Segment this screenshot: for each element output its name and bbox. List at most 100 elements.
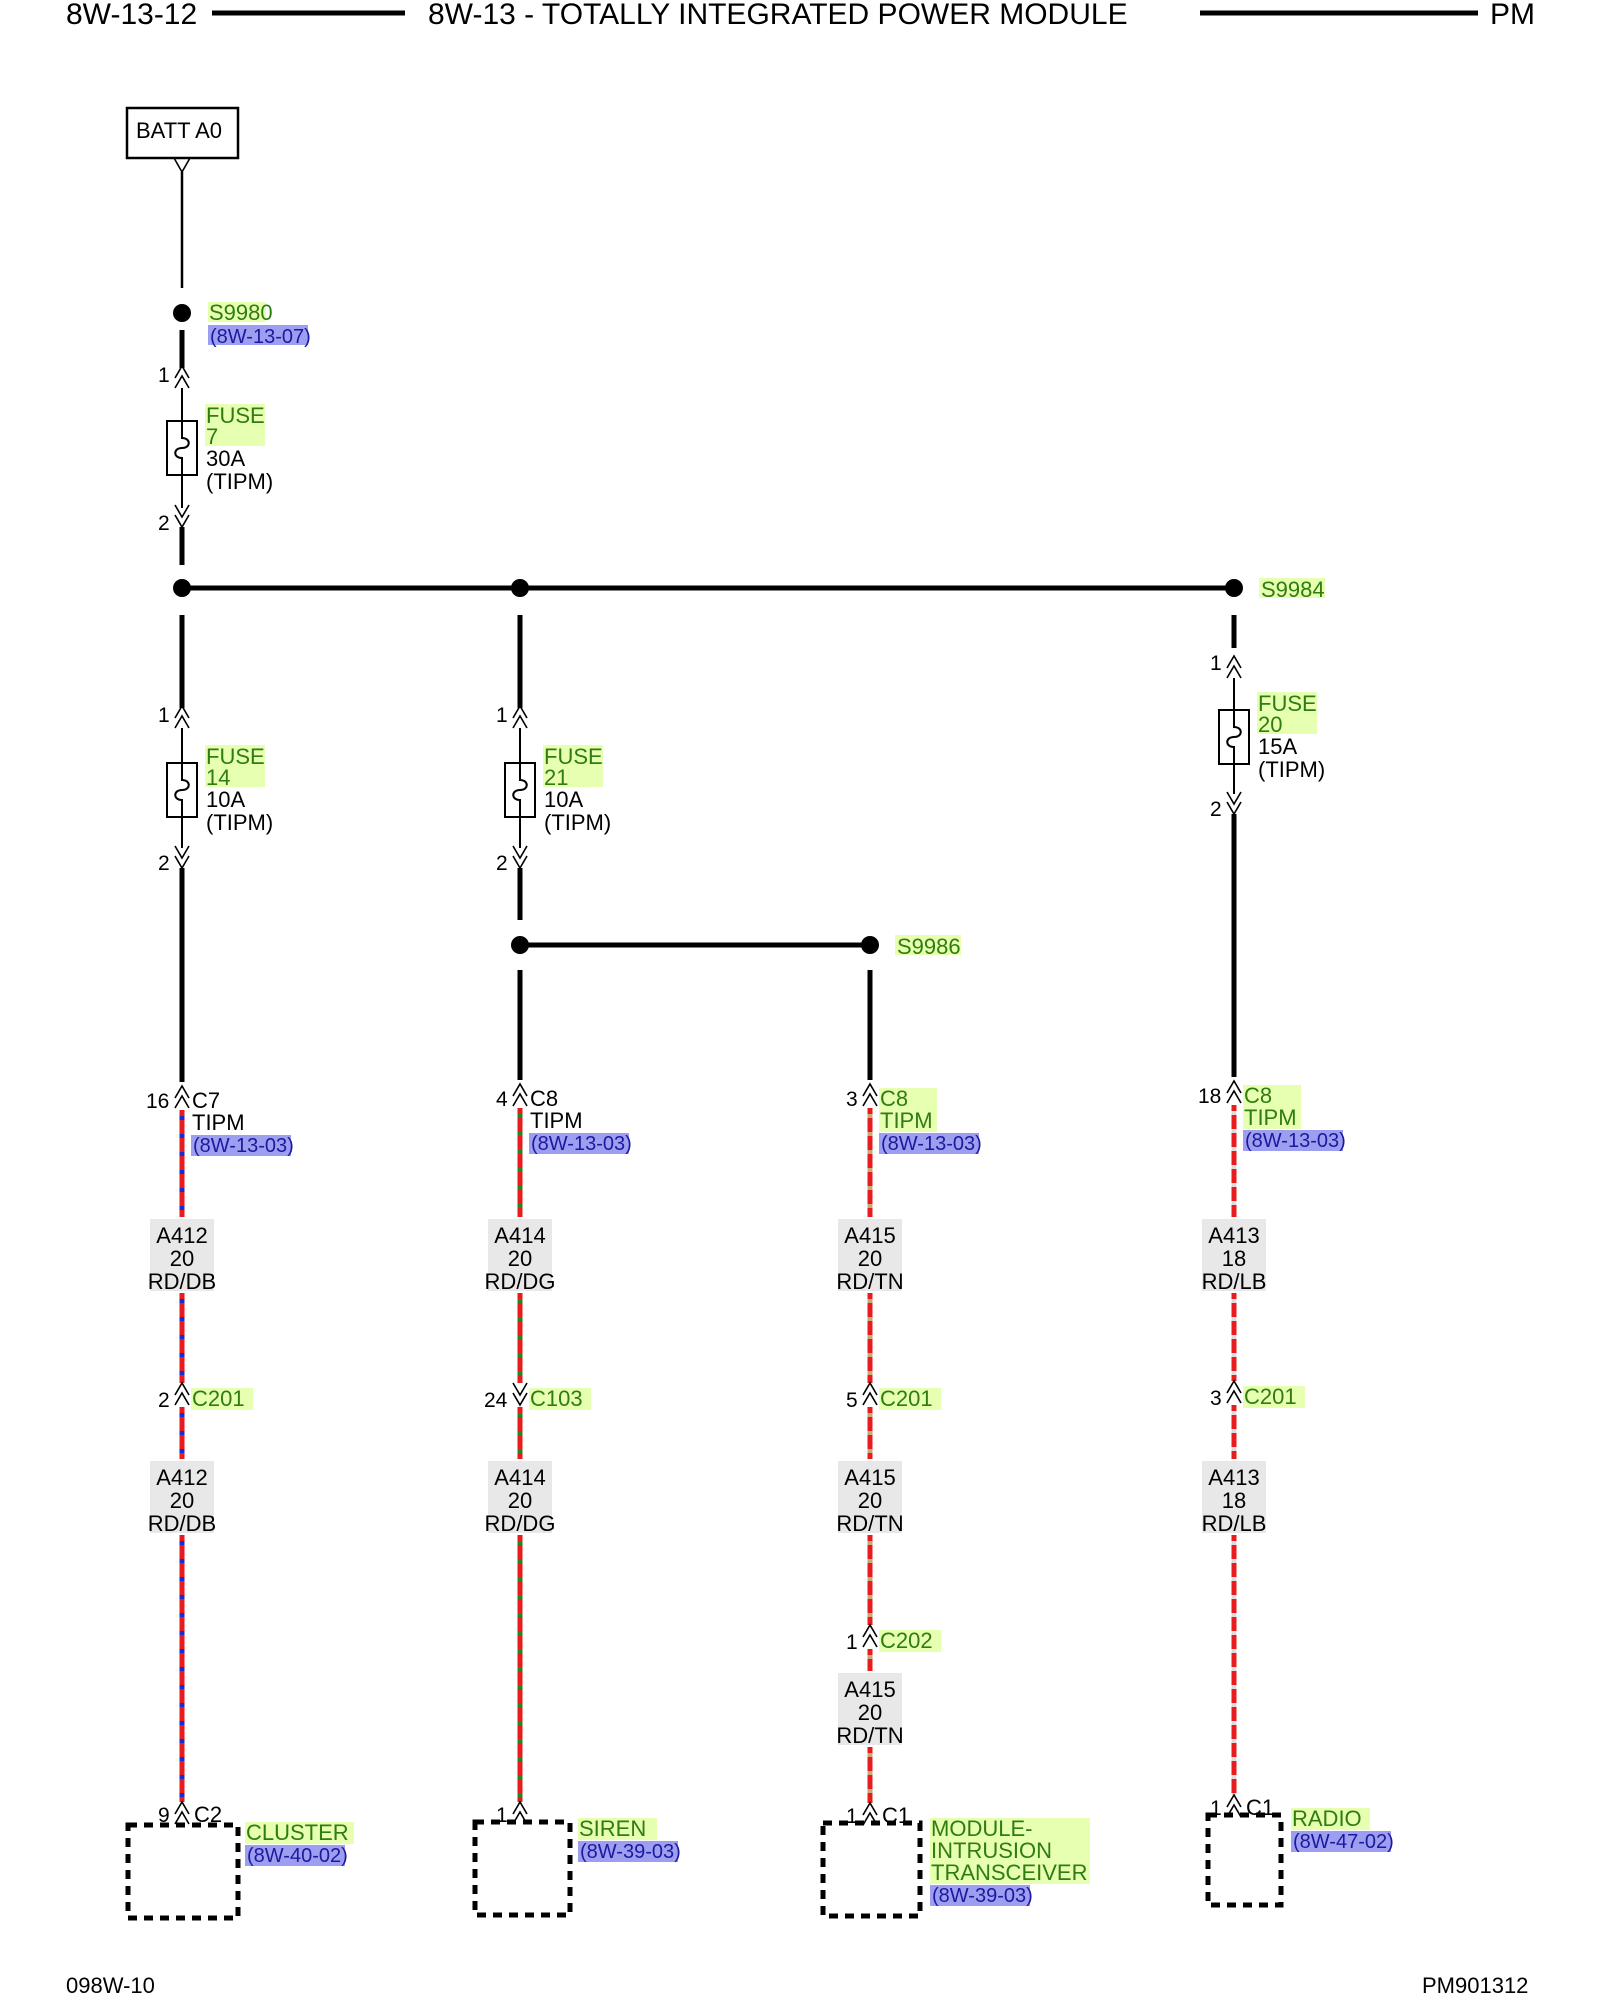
wire2-gauge: 20 bbox=[858, 1488, 882, 1513]
wire1-circuit: A415 bbox=[844, 1223, 895, 1248]
fuse-20-pin-in: 1 bbox=[1210, 652, 1222, 675]
wire1-color: RD/DG bbox=[485, 1269, 556, 1294]
tipm-ref: (8W-13-03) bbox=[881, 1133, 982, 1155]
inline-pin: 1 bbox=[846, 1631, 858, 1654]
wire3-gauge: 20 bbox=[858, 1700, 882, 1725]
wire2-color: RD/DB bbox=[148, 1511, 216, 1536]
splice-s9986-label: S9986 bbox=[897, 934, 961, 959]
module-box bbox=[125, 1822, 241, 1921]
inline-connector-icon bbox=[512, 1382, 528, 1407]
fuse-21-line2: 21 bbox=[544, 765, 568, 790]
splice-s9980 bbox=[173, 304, 191, 322]
batt-source: BATT A0 bbox=[125, 106, 240, 288]
module-box bbox=[820, 1820, 923, 1919]
fuse-21-location: (TIPM) bbox=[544, 810, 611, 835]
module-pin: 1 bbox=[846, 1805, 858, 1828]
wire1-gauge: 20 bbox=[508, 1246, 532, 1271]
tipm-ref: (8W-13-03) bbox=[193, 1135, 294, 1157]
inline-pin: 24 bbox=[484, 1389, 508, 1412]
fuse-7-pin-out: 2 bbox=[158, 512, 170, 535]
tipm-label: TIPM bbox=[1244, 1105, 1297, 1130]
wire1-color: RD/LB bbox=[1202, 1269, 1267, 1294]
module-box bbox=[1205, 1812, 1284, 1908]
wire1-circuit: A412 bbox=[156, 1223, 207, 1248]
wire1-color: RD/TN bbox=[836, 1269, 903, 1294]
header-page-number: 8W-13-12 bbox=[66, 0, 197, 31]
fuse-7-line2: 7 bbox=[206, 424, 218, 449]
wire2-circuit: A414 bbox=[494, 1465, 545, 1490]
tipm-ref: (8W-13-03) bbox=[531, 1133, 632, 1155]
fuse-21-pin-out: 2 bbox=[496, 852, 508, 875]
tipm-connector-icon bbox=[512, 1082, 528, 1107]
fuse-7: 1 2 FUSE 7 30A (TIPM) bbox=[158, 330, 273, 565]
fuse-7-pin-in: 1 bbox=[158, 364, 170, 387]
module-name: RADIO bbox=[1292, 1806, 1362, 1831]
fuse-7-rating: 30A bbox=[206, 446, 245, 471]
fuse-14-rating: 10A bbox=[206, 787, 245, 812]
fuse-14-line2: 14 bbox=[206, 765, 230, 790]
module-ref: (8W-39-03) bbox=[580, 1841, 681, 1863]
batt-box bbox=[125, 106, 240, 160]
inline-pin: 3 bbox=[1210, 1387, 1222, 1410]
fuse-14-symbol bbox=[166, 762, 198, 818]
tipm-pin: 3 bbox=[846, 1088, 858, 1111]
wire1-color: RD/DB bbox=[148, 1269, 216, 1294]
header-title: 8W-13 - TOTALLY INTEGRATED POWER MODULE bbox=[428, 0, 1128, 31]
fuse-7-line1: FUSE bbox=[206, 403, 265, 428]
wire2-circuit: A413 bbox=[1208, 1465, 1259, 1490]
fuse-20-line2: 20 bbox=[1258, 712, 1282, 737]
fuse-20-line1: FUSE bbox=[1258, 691, 1317, 716]
fuse-20: 1 2 FUSE 20 15A (TIPM) bbox=[1210, 615, 1325, 821]
wire3-color: RD/TN bbox=[836, 1723, 903, 1748]
tipm-connector-name: C8 bbox=[880, 1086, 908, 1111]
module-name-line1: MODULE- bbox=[931, 1816, 1032, 1841]
header-section: PM bbox=[1490, 0, 1535, 31]
module-name-line2: INTRUSION bbox=[931, 1838, 1052, 1863]
wire2-color: RD/DG bbox=[485, 1511, 556, 1536]
wire3-circuit: A415 bbox=[844, 1677, 895, 1702]
tipm-connector-name: C8 bbox=[530, 1086, 558, 1111]
fuse-14-pin-out: 2 bbox=[158, 852, 170, 875]
wire1-circuit: A413 bbox=[1208, 1223, 1259, 1248]
wire2-color: RD/LB bbox=[1202, 1511, 1267, 1536]
inline-pin: 5 bbox=[846, 1389, 858, 1412]
tipm-label: TIPM bbox=[880, 1108, 933, 1133]
inline-connector-name: C201 bbox=[1244, 1384, 1297, 1409]
inline-connector-icon bbox=[1226, 1379, 1242, 1404]
inline-connector-name: C103 bbox=[530, 1386, 583, 1411]
module-ref: (8W-47-02) bbox=[1293, 1831, 1394, 1853]
module-pin: 1 bbox=[496, 1804, 508, 1827]
wire2-color: RD/TN bbox=[836, 1511, 903, 1536]
footer-right: PM901312 bbox=[1422, 1973, 1528, 1998]
fuse-21: 1 2 FUSE 21 10A (TIPM) bbox=[496, 615, 611, 920]
module-name: CLUSTER bbox=[246, 1820, 349, 1845]
footer-left: 098W-10 bbox=[66, 1973, 155, 1998]
inline-connector-name: C202 bbox=[880, 1628, 933, 1653]
wire1-circuit: A414 bbox=[494, 1223, 545, 1248]
page-header: 8W-13-12 8W-13 - TOTALLY INTEGRATED POWE… bbox=[66, 0, 1535, 31]
fuse-14-location: (TIPM) bbox=[206, 810, 273, 835]
fuse-7-location: (TIPM) bbox=[206, 469, 273, 494]
fuse-14-line1: FUSE bbox=[206, 744, 265, 769]
module-ref: (8W-40-02) bbox=[247, 1845, 348, 1867]
tipm-connector-icon bbox=[1226, 1079, 1242, 1104]
inline-connector-name: C201 bbox=[880, 1386, 933, 1411]
wire2-circuit: A415 bbox=[844, 1465, 895, 1490]
fuse-21-rating: 10A bbox=[544, 787, 583, 812]
fuse-20-location: (TIPM) bbox=[1258, 757, 1325, 782]
fuse-20-rating: 15A bbox=[1258, 734, 1297, 759]
inline-pin: 2 bbox=[158, 1389, 170, 1412]
wire1-gauge: 20 bbox=[170, 1246, 194, 1271]
tipm-connector-icon bbox=[862, 1082, 878, 1107]
splice-s9984 bbox=[1225, 579, 1243, 597]
wire1-gauge: 18 bbox=[1222, 1246, 1246, 1271]
tipm-pin: 18 bbox=[1198, 1085, 1221, 1108]
wire1-gauge: 20 bbox=[858, 1246, 882, 1271]
batt-label: BATT A0 bbox=[136, 118, 222, 143]
